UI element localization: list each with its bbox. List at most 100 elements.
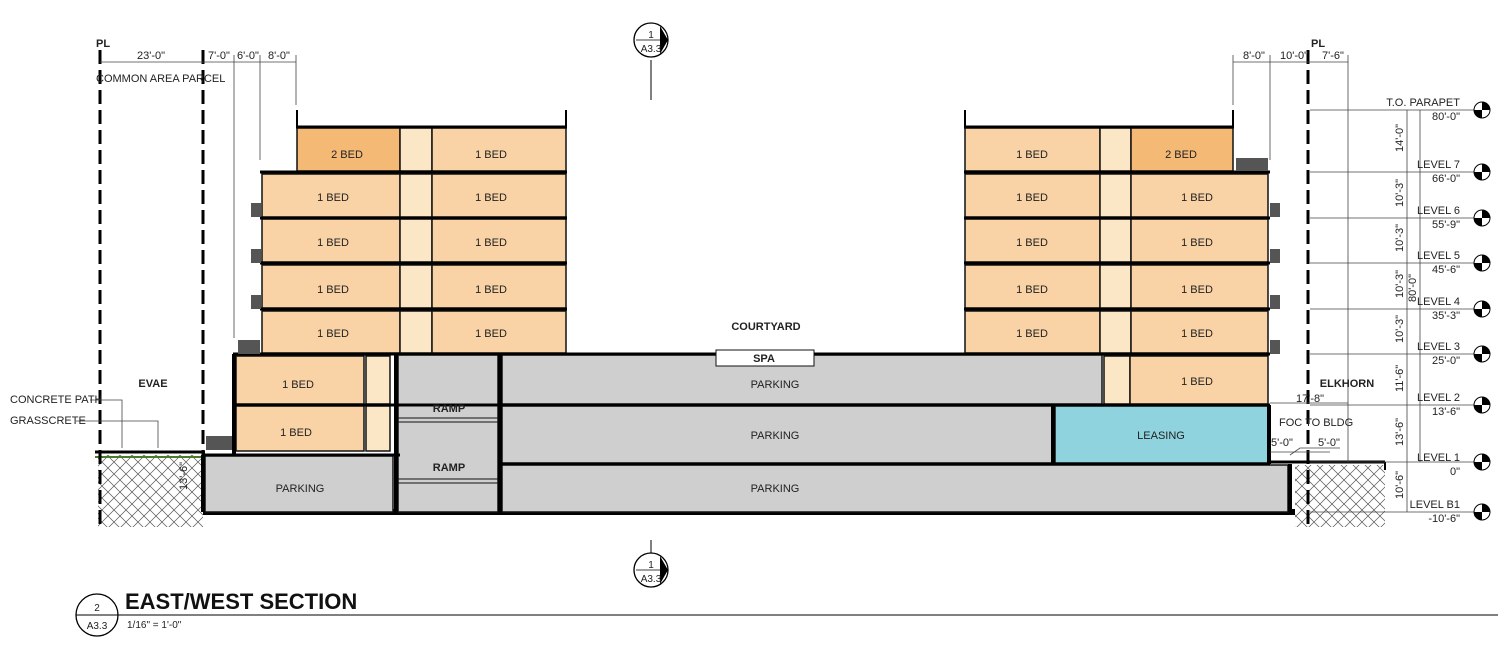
section-number: 1 bbox=[648, 560, 654, 571]
section-sheet: A3.3 bbox=[641, 574, 662, 585]
unit-label: 1 BED bbox=[1016, 237, 1048, 249]
drawing-title: EAST/WEST SECTION bbox=[125, 589, 357, 614]
unit-label: 1 BED bbox=[1016, 192, 1048, 204]
unit-l1-west bbox=[235, 405, 365, 452]
label-2bed-east: 2 BED bbox=[1165, 149, 1197, 161]
svg-text:11'-6": 11'-6" bbox=[1394, 365, 1406, 392]
svg-text:14'-0": 14'-0" bbox=[1394, 124, 1406, 152]
svg-text:10'-3": 10'-3" bbox=[1394, 179, 1406, 207]
unit-label: 1 BED bbox=[475, 237, 507, 249]
level-elev: 66'-0" bbox=[1432, 173, 1460, 185]
spa-label: SPA bbox=[753, 353, 775, 365]
dim-overall-80: 80'-0" bbox=[1407, 274, 1419, 302]
ramp-label: RAMP bbox=[433, 403, 465, 415]
ramp-label: RAMP bbox=[433, 462, 465, 474]
level-name: LEVEL 1 bbox=[1417, 452, 1460, 464]
level-name: LEVEL 4 bbox=[1417, 296, 1460, 308]
level-labels: T.O. PARAPET 80'-0" LEVEL 7 66'-0" LEVEL… bbox=[1386, 97, 1460, 525]
detail-number: 2 bbox=[94, 603, 100, 614]
level-name: LEVEL 5 bbox=[1417, 250, 1460, 262]
detail-sheet: A3.3 bbox=[87, 621, 108, 632]
unit-label: 1 BED bbox=[1016, 328, 1048, 340]
unit-label: 1 BED bbox=[1181, 237, 1213, 249]
level-elev: 35'-3" bbox=[1432, 310, 1460, 322]
unit-label: 1 BED bbox=[1016, 284, 1048, 296]
unit-label: 1 BED bbox=[1181, 376, 1213, 388]
unit-label: 1 BED bbox=[282, 379, 314, 391]
dim-8b: 8'-0" bbox=[1243, 50, 1265, 62]
parking-label: PARKING bbox=[751, 430, 800, 442]
level-elev: 13'-6" bbox=[1432, 406, 1460, 418]
floor-slabs bbox=[203, 125, 1270, 466]
earth-hatch-west bbox=[98, 455, 203, 527]
parking-b1-main bbox=[501, 464, 1289, 513]
left-tower bbox=[261, 110, 567, 354]
parking-label: PARKING bbox=[751, 483, 800, 495]
concrete-path-label: CONCRETE PATH bbox=[10, 394, 103, 406]
ramp-block bbox=[397, 354, 499, 513]
dim-5a: 5'-0" bbox=[1271, 437, 1293, 449]
level-elev: 80'-0" bbox=[1432, 111, 1460, 123]
level-elev: -10'-6" bbox=[1428, 513, 1460, 525]
section-sheet: A3.3 bbox=[641, 44, 662, 55]
unit-label: 1 BED bbox=[1181, 284, 1213, 296]
street-elkhorn: ELKHORN bbox=[1320, 378, 1374, 390]
level-elev: 45'-6" bbox=[1432, 264, 1460, 276]
drawing-scale: 1/16" = 1'-0" bbox=[127, 620, 182, 631]
svg-text:10'-3": 10'-3" bbox=[1394, 270, 1406, 298]
earth-hatch-east bbox=[1295, 465, 1385, 527]
foc-label: FOC TO BLDG bbox=[1279, 417, 1353, 429]
unit-label: 1 BED bbox=[475, 328, 507, 340]
svg-text:10'-3": 10'-3" bbox=[1394, 315, 1406, 343]
common-area-label: COMMON AREA PARCEL bbox=[96, 73, 225, 85]
unit-label: 1 BED bbox=[1181, 192, 1213, 204]
level-name: LEVEL 3 bbox=[1417, 341, 1460, 353]
section-number: 1 bbox=[648, 30, 654, 41]
dim-8a: 8'-0" bbox=[268, 50, 290, 62]
pl-label-west: PL bbox=[96, 38, 110, 50]
level-elev: 25'-0" bbox=[1432, 355, 1460, 367]
spa-box bbox=[715, 349, 815, 367]
level-name: LEVEL 7 bbox=[1417, 159, 1460, 171]
dim-7b: 7'-6" bbox=[1322, 50, 1344, 62]
unit-label: 1 BED bbox=[317, 192, 349, 204]
leasing-label: LEASING bbox=[1137, 430, 1185, 442]
unit-label: 1 BED bbox=[475, 284, 507, 296]
unit-labels: 2 BED 1 BED 1 BED 1 BED 1 BED 1 BED 1 BE… bbox=[87, 30, 1375, 632]
unit-label: 1 BED bbox=[1016, 149, 1048, 161]
unit-label: 1 BED bbox=[475, 149, 507, 161]
unit-label: 1 BED bbox=[317, 328, 349, 340]
dim-5b: 5'-0" bbox=[1318, 437, 1340, 449]
dim-left-13-6: 13'-6" bbox=[178, 462, 190, 490]
dim-10: 10'-0" bbox=[1280, 50, 1308, 62]
svg-text:10'-3": 10'-3" bbox=[1394, 224, 1406, 252]
level-markers bbox=[1473, 101, 1491, 521]
parking-label: PARKING bbox=[751, 379, 800, 391]
leasing-space bbox=[1054, 405, 1269, 464]
level-name: LEVEL 6 bbox=[1417, 205, 1460, 217]
unit-label: 1 BED bbox=[475, 192, 507, 204]
svg-text:13'-6": 13'-6" bbox=[1394, 418, 1406, 446]
parking-label: PARKING bbox=[276, 483, 325, 495]
pl-label-east: PL bbox=[1311, 38, 1325, 50]
street-evae: EVAE bbox=[138, 378, 167, 390]
section-marker-bottom bbox=[633, 540, 669, 588]
dim-6: 6'-0" bbox=[237, 50, 259, 62]
grasscrete-label: GRASSCRETE bbox=[10, 415, 86, 427]
unit-label: 1 BED bbox=[317, 237, 349, 249]
dim-7a: 7'-0" bbox=[208, 50, 230, 62]
dim-17-8: 17'-8" bbox=[1296, 393, 1324, 405]
label-2bed-west: 2 BED bbox=[331, 149, 363, 161]
unit-label: 1 BED bbox=[317, 284, 349, 296]
level-name: LEVEL 2 bbox=[1417, 392, 1460, 404]
section-marker-top bbox=[633, 22, 669, 100]
right-tower bbox=[964, 110, 1269, 354]
unit-label: 1 BED bbox=[1181, 328, 1213, 340]
balconies bbox=[206, 158, 1280, 450]
courtyard-label: COURTYARD bbox=[731, 321, 800, 333]
svg-text:10'-6": 10'-6" bbox=[1394, 471, 1406, 499]
level-elev: 55'-9" bbox=[1432, 219, 1460, 231]
floor-heights: 14'-0" 10'-3" 10'-3" 10'-3" 10'-3" 11'-6… bbox=[1394, 124, 1406, 499]
level-elev: 0" bbox=[1450, 466, 1460, 478]
